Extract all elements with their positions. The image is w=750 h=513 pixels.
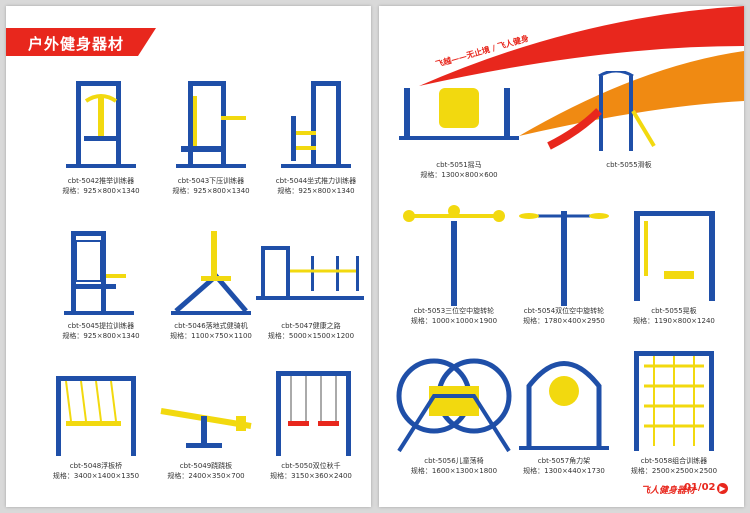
product-spec: 规格：3400×1400×1350 bbox=[52, 472, 140, 480]
product-card[interactable]: cbt-5046落地式健骑机 规格：1100×750×1100 bbox=[151, 226, 271, 341]
product-name: cbt-5042推举训练器 bbox=[67, 177, 135, 185]
product-name: cbt-5056儿童荡椅 bbox=[424, 457, 484, 465]
product-spec: 规格：925×800×1340 bbox=[62, 187, 140, 195]
product-card[interactable] bbox=[539, 71, 659, 156]
rocking-horse-icon bbox=[399, 88, 519, 140]
pull-machine-icon bbox=[64, 231, 134, 315]
product-card[interactable]: cbt-5054双位空中旋转轮 规格：1780×400×2950 bbox=[504, 201, 624, 326]
product-name: cbt-5051摇马 bbox=[436, 161, 482, 169]
product-card[interactable]: cbt-5050双位秋千 规格：3150×360×2400 bbox=[251, 366, 371, 481]
product-name: cbt-5053三位空中旋转轮 bbox=[413, 307, 495, 315]
page-number: 01/02 bbox=[684, 482, 716, 493]
triple-rotating-wheel-icon bbox=[403, 205, 505, 306]
riding-machine-icon bbox=[171, 231, 251, 315]
slide-icon bbox=[547, 71, 656, 151]
product-name: cbt-5054双位空中旋转轮 bbox=[523, 307, 605, 315]
product-spec: 规格：925×800×1340 bbox=[172, 187, 250, 195]
header-banner bbox=[6, 28, 156, 56]
product-card[interactable]: cbt-5048浮板桥 规格：3400×1400×1350 bbox=[36, 371, 156, 481]
product-spec: 规格：5000×1500×1200 bbox=[267, 332, 355, 340]
product-name: cbt-5046落地式健骑机 bbox=[174, 322, 248, 330]
product-card[interactable]: cbt-5056儿童荡椅 规格：1600×1300×1800 bbox=[394, 346, 514, 476]
product-name: cbt-5044坐式推力训练器 bbox=[275, 177, 357, 185]
product-card[interactable]: cbt-5057角力架 规格：1300×440×1730 bbox=[504, 346, 624, 476]
product-name: cbt-5048浮板桥 bbox=[69, 462, 123, 470]
product-name: cbt-5043下压训练器 bbox=[177, 177, 245, 185]
product-name: cbt-5057角力架 bbox=[537, 457, 591, 465]
product-card[interactable]: cbt-5042推举训练器 规格：925×800×1340 bbox=[41, 76, 161, 196]
product-card[interactable]: cbt-5044坐式推力训练器 规格：925×800×1340 bbox=[256, 76, 376, 196]
swing-board-icon bbox=[634, 211, 715, 301]
product-name: cbt-5050双位秋千 bbox=[281, 462, 341, 470]
product-card[interactable]: cbt-5053三位空中旋转轮 规格：1000×1000×1900 bbox=[394, 201, 514, 326]
health-walk-icon bbox=[256, 246, 364, 300]
children-swing-chair-icon bbox=[396, 358, 512, 453]
product-spec: 规格：925×800×1340 bbox=[62, 332, 140, 340]
product-spec: 规格：1300×440×1730 bbox=[523, 467, 605, 475]
product-name: cbt-5047健康之路 bbox=[281, 322, 341, 330]
product-card[interactable]: cbt-5058组合训练器 规格：2500×2500×2500 bbox=[614, 346, 734, 476]
product-card[interactable] bbox=[399, 68, 519, 148]
page-title: 户外健身器材 bbox=[28, 35, 125, 53]
double-swing-icon bbox=[276, 371, 351, 456]
product-card[interactable]: cbt-5043下压训练器 规格：925×800×1340 bbox=[151, 76, 271, 196]
product-spec: 规格：2500×2500×2500 bbox=[630, 467, 718, 475]
product-spec: 规格：1100×750×1100 bbox=[170, 332, 252, 340]
combined-trainer-icon bbox=[634, 351, 714, 451]
left-page: 户外健身器材 cbt-5042推举训练器 规格：925×800×1340 cbt… bbox=[6, 6, 371, 507]
product-card[interactable]: cbt-5047健康之路 规格：5000×1500×1200 bbox=[251, 226, 371, 341]
product-card[interactable]: cbt-5045提拉训练器 规格：925×800×1340 bbox=[41, 226, 161, 341]
chest-press-machine-icon bbox=[66, 81, 136, 168]
floating-bridge-icon bbox=[56, 376, 136, 456]
product-spec: 规格：1600×1300×1800 bbox=[410, 467, 498, 475]
product-name: cbt-5058组合训练器 bbox=[640, 457, 708, 465]
right-page: 飞越——无止境 / 飞人健身 cbt-5051摇马 规格：1300×800×60… bbox=[379, 6, 744, 507]
product-spec: 规格：925×800×1340 bbox=[277, 187, 355, 195]
product-card[interactable]: cbt-5049跷跷板 规格：2400×350×700 bbox=[146, 371, 266, 481]
product-spec: 规格：1300×800×600 bbox=[420, 171, 498, 179]
product-card[interactable]: cbt-5055晃板 规格：1190×800×1240 bbox=[614, 201, 734, 326]
double-rotating-wheel-icon bbox=[519, 211, 609, 306]
product-name: cbt-5049跷跷板 bbox=[179, 462, 233, 470]
product-name: cbt-5055滑板 bbox=[606, 161, 652, 169]
next-arrow-icon[interactable]: ▶ bbox=[717, 483, 728, 494]
seated-push-machine-icon bbox=[281, 81, 351, 168]
product-spec: 规格：3150×360×2400 bbox=[270, 472, 352, 480]
product-spec: 规格：1190×800×1240 bbox=[633, 317, 715, 325]
pull-down-machine-icon bbox=[176, 81, 246, 168]
wrestling-frame-icon bbox=[519, 361, 609, 450]
product-name: cbt-5055晃板 bbox=[651, 307, 697, 315]
product-spec: 规格：1780×400×2950 bbox=[523, 317, 605, 325]
product-spec: 规格：2400×350×700 bbox=[167, 472, 245, 480]
brand-logo: 飞人健身器材 bbox=[641, 486, 696, 496]
product-spec: 规格：1000×1000×1900 bbox=[410, 317, 498, 325]
seesaw-icon bbox=[160, 408, 252, 448]
product-name: cbt-5045提拉训练器 bbox=[67, 322, 135, 330]
